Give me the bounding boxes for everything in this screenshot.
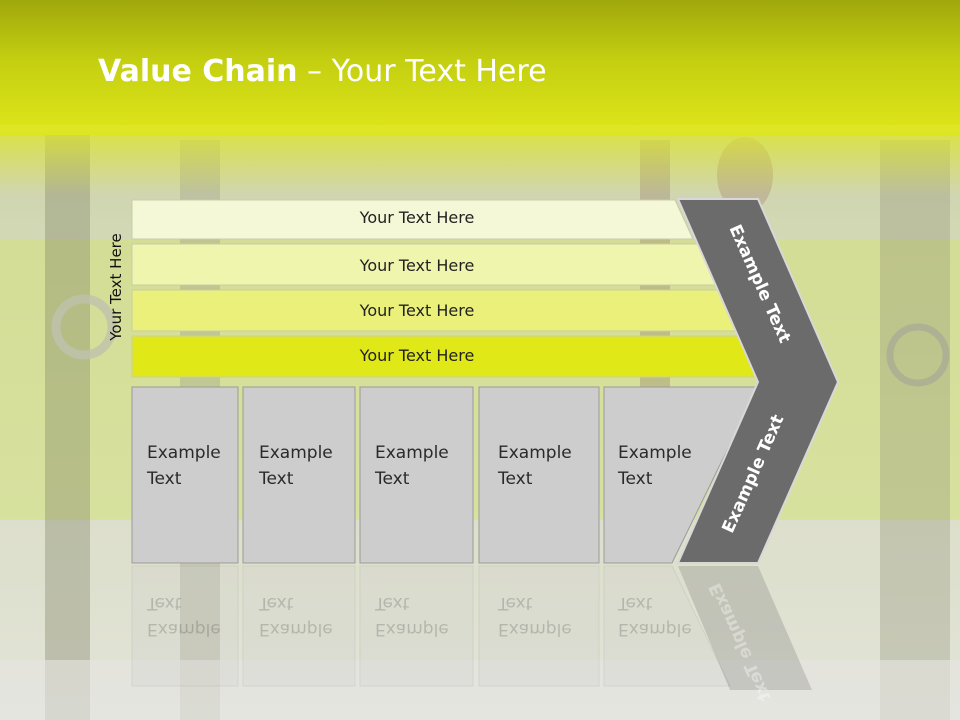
box-3-reflection: Example Text: [375, 590, 449, 642]
box-1-reflection-line1: Example: [147, 619, 221, 639]
chevron-arrow: [676, 198, 840, 564]
box-3-reflection-line1: Example: [375, 619, 449, 639]
row-4-label: Your Text Here: [359, 346, 475, 365]
header-band: [0, 0, 960, 135]
row-1-shape: [131, 199, 694, 240]
box-1-line2: Text: [147, 469, 182, 489]
box-3-line2: Text: [375, 469, 410, 489]
header-fade: [0, 125, 960, 195]
box-1-reflection: Example Text: [147, 590, 221, 642]
row-3-label: Your Text Here: [359, 301, 475, 320]
box-1-reflection-line2: Text: [147, 593, 182, 613]
row-1-label: Your Text Here: [359, 208, 475, 227]
box-2-line2: Text: [259, 469, 294, 489]
box-5-line1: Example: [618, 443, 692, 463]
title-rest: – Your Text Here: [297, 54, 547, 89]
box-2-reflection: Example Text: [259, 590, 333, 642]
box-2-line1: Example: [259, 443, 333, 463]
box-2-shape: [242, 386, 356, 564]
box-4-reflection-line2: Text: [498, 593, 533, 613]
box-4-reflection: Example Text: [498, 590, 572, 642]
boxes-reflection: [131, 565, 731, 687]
box-5-shape: [603, 386, 759, 564]
chevron-reflection: [678, 566, 812, 690]
box-5-reflection-line1: Example: [618, 619, 692, 639]
slide-title: Value Chain – Your Text Here: [98, 54, 547, 89]
box-1-shape: [131, 386, 239, 564]
box-5-reflection-line2: Text: [618, 593, 653, 613]
box-3-reflection-line2: Text: [375, 593, 410, 613]
box-2-reflection-line1: Example: [259, 619, 333, 639]
box-4-line1: Example: [498, 443, 572, 463]
title-bold: Value Chain: [98, 54, 298, 89]
box-5-reflection: Example Text: [618, 590, 692, 642]
box-3-line1: Example: [375, 443, 449, 463]
box-2-reflection-line2: Text: [259, 593, 294, 613]
box-3-shape: [359, 386, 474, 564]
box-4-shape: [478, 386, 600, 564]
box-4-line2: Text: [498, 469, 533, 489]
box-5-line2: Text: [618, 469, 653, 489]
row-2-label: Your Text Here: [359, 256, 475, 275]
box-4-reflection-line1: Example: [498, 619, 572, 639]
box-1-line1: Example: [147, 443, 221, 463]
